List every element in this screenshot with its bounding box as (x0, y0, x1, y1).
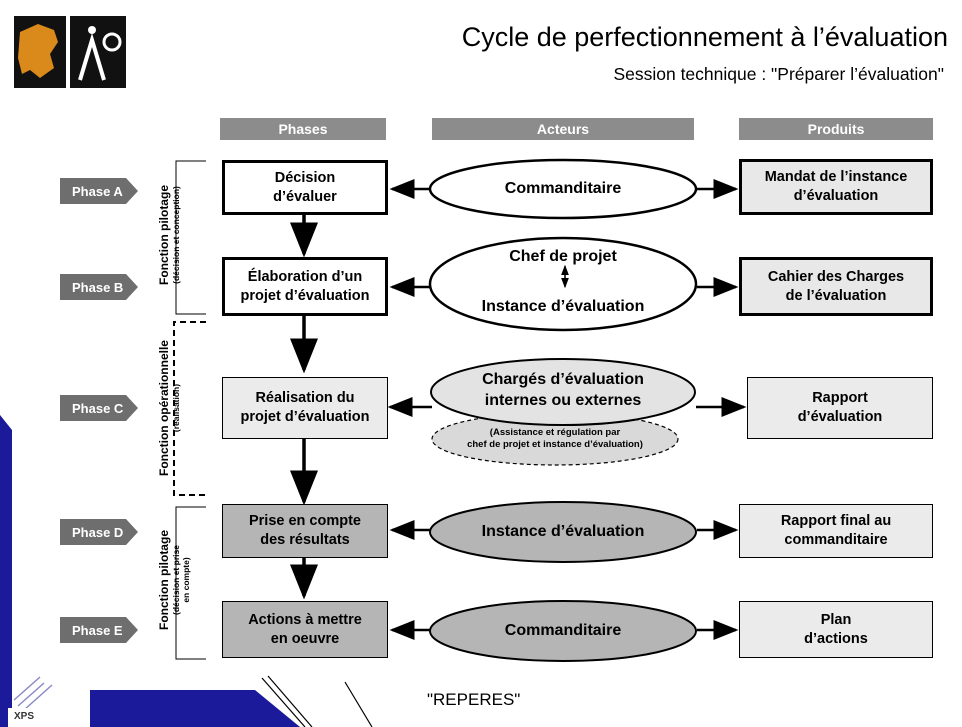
function-pilotage-2-label: Fonction pilotage (décision et prise en … (157, 530, 191, 630)
function-pilotage-label: Fonction pilotage (décision et conceptio… (157, 185, 181, 285)
ellipse-e (429, 600, 697, 662)
ellipse-c (430, 358, 696, 426)
phase-b-tag: Phase B (72, 279, 124, 295)
ellipse-a (428, 158, 698, 220)
actor-b-top-label: Chef de projet (509, 248, 617, 265)
column-header-acteurs: Acteurs (432, 118, 694, 140)
phase-c-tag: Phase C (72, 400, 124, 416)
logo (10, 12, 130, 92)
function-operationnelle-label: Fonction opérationnelle (réalisation) (157, 340, 181, 477)
phase-d-tag: Phase D (72, 524, 124, 540)
phase-a-tag-shape (60, 178, 138, 204)
page-subtitle: Session technique : "Préparer l’évaluati… (613, 64, 944, 84)
actor-e-label: Commanditaire (504, 622, 622, 639)
actor-b-bottom-label: Instance d’évaluation (481, 298, 645, 315)
phase-b-tag-shape (60, 274, 138, 300)
page-title: Cycle de perfectionnement à l’évaluation (461, 22, 948, 52)
ellipse-c-note (431, 412, 679, 466)
actor-d-label: Instance d’évaluation (481, 523, 645, 540)
ellipse-d (429, 501, 697, 563)
blue-band (0, 415, 12, 727)
footer-logo-text: XPS (14, 711, 35, 722)
phase-e-tag: Phase E (72, 622, 123, 638)
column-header-produits: Produits (739, 118, 933, 140)
phase-d-tag-shape (60, 519, 138, 545)
phase-c-tag-shape (60, 395, 138, 421)
footer-label: "REPERES" (427, 690, 521, 709)
phase-e-tag-shape (60, 617, 138, 643)
phase-a-tag: Phase A (72, 183, 123, 199)
actor-a-label: Commanditaire (504, 180, 622, 197)
blue-band-bottom (90, 690, 300, 727)
column-header-phases: Phases (220, 118, 386, 140)
